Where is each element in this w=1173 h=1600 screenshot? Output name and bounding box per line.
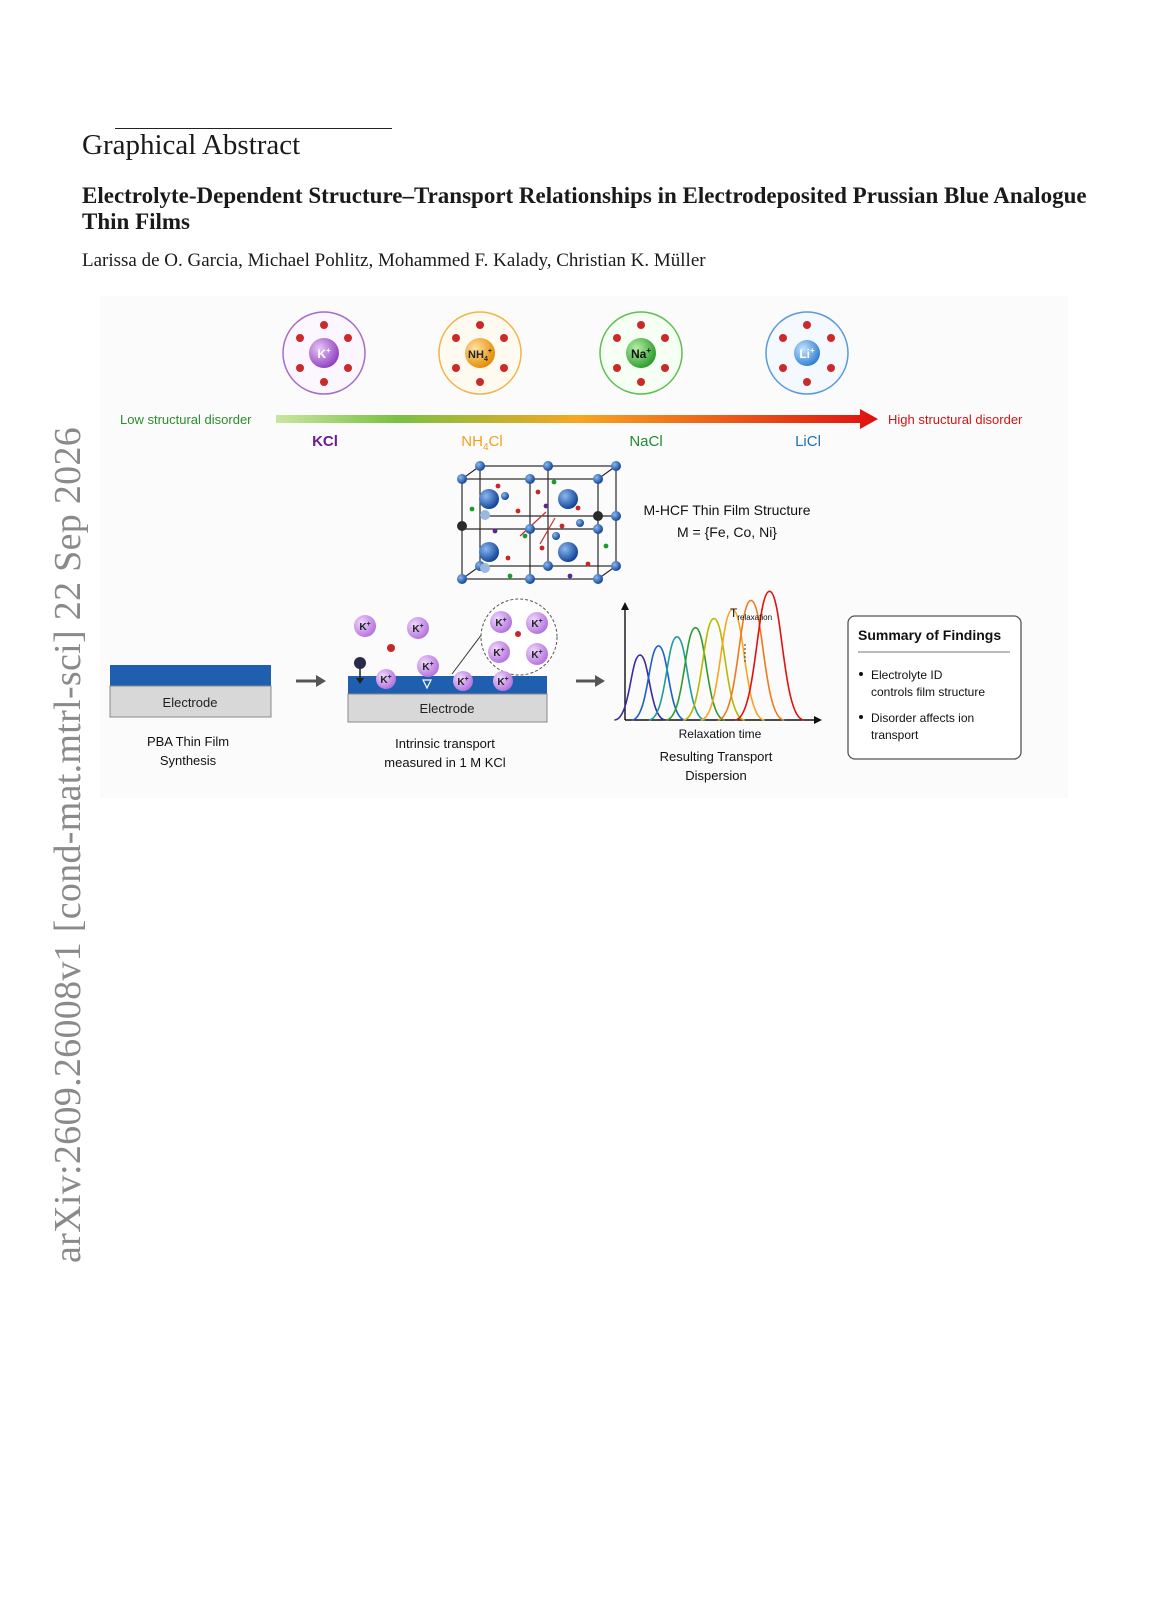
svg-text:K+: K+ (380, 674, 391, 686)
summary-title: Summary of Findings (858, 627, 1001, 643)
summary-item-line: transport (871, 728, 919, 742)
svg-text:Na+: Na+ (631, 346, 651, 361)
electrolyte-label-nacl: NaCl (629, 433, 662, 450)
svg-text:Li+: Li+ (799, 346, 815, 361)
step3-caption-line1: Resulting Transport (660, 749, 773, 764)
paper-title: Electrolyte-Dependent Structure–Transpor… (82, 183, 1087, 234)
svg-text:K+: K+ (493, 647, 504, 659)
arrow-right-icon (576, 675, 605, 687)
ion-symbol: K (317, 347, 326, 361)
relaxation-time-symbol: Trelaxation (730, 606, 772, 622)
dispersion-peak-curve (648, 635, 706, 721)
ion-subscript: 4 (484, 356, 488, 363)
electrolyte-label-licl: LiCl (795, 433, 821, 450)
summary-box: Summary of Findings Electrolyte ID contr… (847, 615, 1022, 760)
electrode-block (109, 685, 272, 718)
author-list: Larissa de O. Garcia, Michael Pohlitz, M… (82, 250, 706, 271)
hydrated-ion-nh4: NH4+ (438, 311, 522, 395)
zoom-inset (480, 598, 558, 676)
svg-text:K+: K+ (422, 661, 433, 673)
dispersion-peak-curve (717, 599, 785, 721)
water-molecules-icon (296, 321, 352, 386)
hydrated-ion-k: K+ (282, 311, 366, 395)
dispersion-peak-curve (700, 608, 765, 721)
summary-item-line: controls film structure (871, 685, 985, 699)
dispersion-peak-curve (631, 645, 686, 721)
ion-charge: + (488, 348, 492, 355)
water-molecules-icon (613, 321, 669, 386)
down-arrow-icon (422, 679, 432, 690)
structure-formula: M = {Fe, Co, Ni} (677, 524, 777, 540)
electrolyte-label-nh4cl: NH4Cl (461, 433, 502, 453)
electrolyte-label-kcl: KCl (312, 433, 338, 450)
section-heading: Graphical Abstract (82, 129, 301, 161)
electrode-block (347, 693, 548, 723)
dispersion-peak-curve (734, 590, 805, 721)
step1-caption-line2: Synthesis (160, 753, 217, 768)
svg-text:K+: K+ (497, 676, 508, 688)
ion-symbol: Na (631, 347, 647, 361)
heading-rule (115, 128, 392, 129)
water-molecules-icon (779, 321, 835, 386)
low-disorder-label: Low structural disorder (120, 412, 252, 427)
ion-charge: + (646, 346, 651, 355)
electrode-label: Electrode (420, 701, 475, 716)
arxiv-identifier-text: arXiv:2609.26008v1 [cond-mat.mtrl-sci] 2… (47, 426, 89, 1263)
ion-symbol: Li (799, 347, 810, 361)
ion-charge: + (810, 346, 815, 355)
graphical-abstract-figure: K+ NH4+ Na+ Li+ Low structural disorder … (100, 296, 1068, 798)
transport-panel: Electrode K+ K+ K+ K+ K+ K+ K+ K+ K+ K+ … (347, 598, 558, 770)
hydrated-ion-li: Li+ (765, 311, 849, 395)
high-disorder-label: High structural disorder (888, 412, 1023, 427)
dispersion-peak-curve (614, 654, 666, 721)
arrow-right-icon (296, 675, 326, 687)
svg-text:K+: K+ (412, 623, 423, 635)
synthesis-panel: Electrode PBA Thin Film Synthesis (109, 665, 272, 768)
disorder-gradient-arrow (276, 409, 878, 429)
water-molecules-icon (452, 321, 508, 386)
hydrated-ion-na: Na+ (599, 311, 683, 395)
svg-text:K+: K+ (531, 618, 542, 630)
summary-item-line: Electrolyte ID (871, 668, 943, 682)
relaxation-dispersion-plot: Trelaxation Relaxation time Resulting Tr… (614, 590, 822, 783)
step2-caption-line1: Intrinsic transport (395, 736, 495, 751)
svg-text:K+: K+ (317, 346, 331, 361)
electrode-label: Electrode (163, 695, 218, 710)
svg-text:NH4+: NH4+ (468, 348, 492, 363)
svg-text:K+: K+ (457, 676, 468, 688)
pba-film-layer (110, 665, 271, 686)
arxiv-side-identifier: arXiv:2609.26008v1 [cond-mat.mtrl-sci] 2… (47, 318, 89, 1263)
structure-title: M-HCF Thin Film Structure (644, 502, 811, 518)
probe-icon (354, 657, 366, 669)
k-ion-icons: K+ K+ K+ K+ K+ K+ K+ K+ K+ K+ (354, 611, 548, 691)
ion-charge: + (326, 346, 331, 355)
ion-symbol: NH (468, 349, 484, 361)
svg-text:K+: K+ (359, 621, 370, 633)
step2-caption-line2: measured in 1 M KCl (384, 755, 505, 770)
step3-caption-line2: Dispersion (685, 768, 746, 783)
x-axis-label: Relaxation time (679, 727, 762, 741)
step1-caption-line1: PBA Thin Film (147, 734, 229, 749)
figure-canvas: K+ NH4+ Na+ Li+ Low structural disorder … (109, 311, 1023, 783)
svg-text:K+: K+ (531, 649, 542, 661)
crystal-lattice-diagram (457, 461, 621, 584)
summary-item-line: Disorder affects ion (871, 711, 974, 725)
svg-text:K+: K+ (495, 617, 506, 629)
